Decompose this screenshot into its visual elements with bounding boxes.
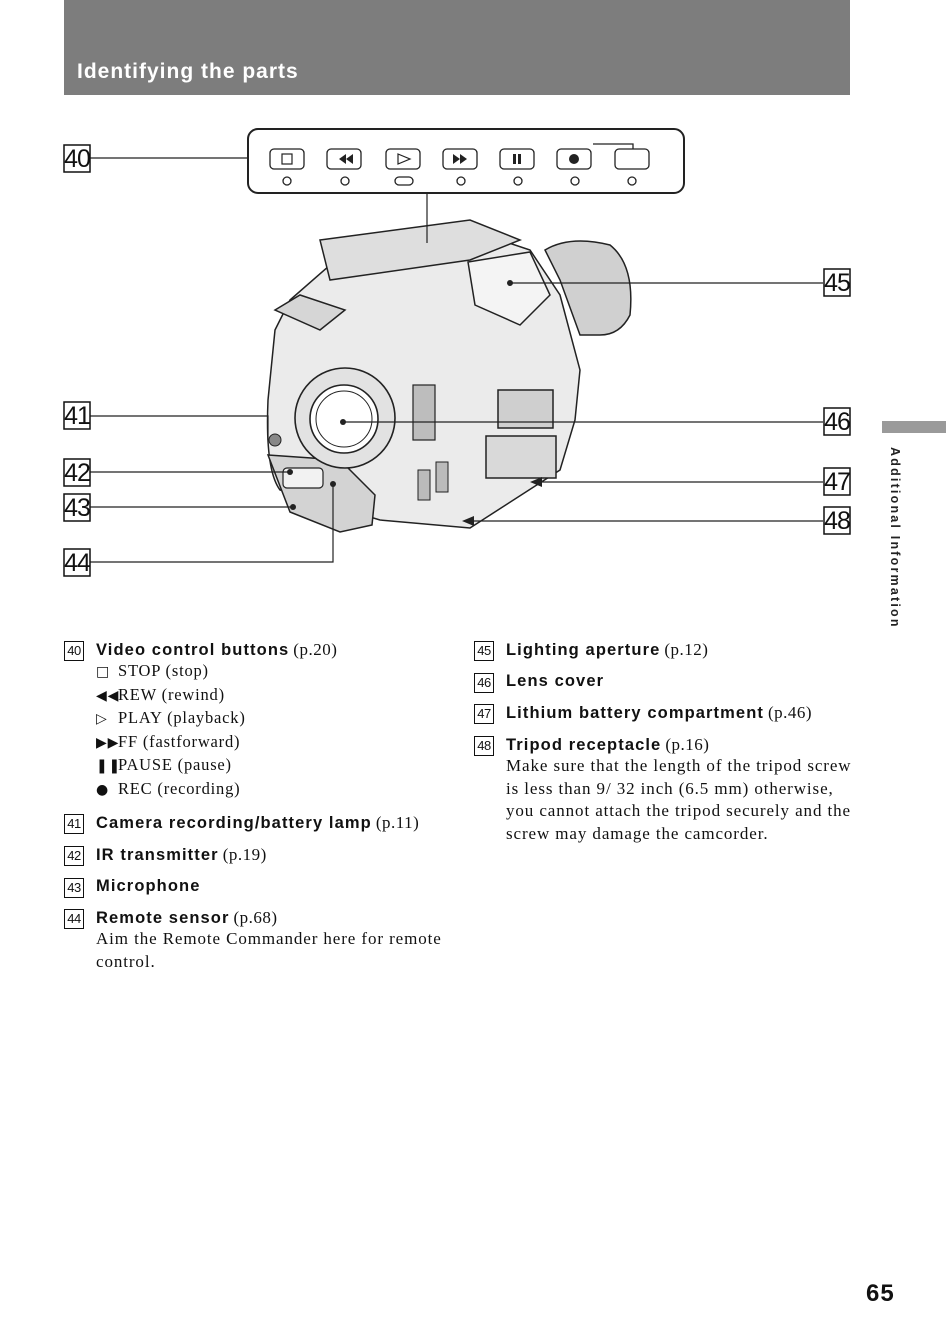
rewind-icon: ◀◀ [96, 687, 120, 704]
page-ref: (p.46) [767, 703, 813, 722]
callout-48: 48 [824, 507, 850, 535]
part-item-42: 42 IR transmitter (p.19) [64, 845, 444, 866]
part-title: Video control buttons [96, 641, 290, 659]
part-item-43: 43 Microphone [64, 877, 444, 898]
part-description: Make sure that the length of the tripod … [506, 756, 852, 843]
record-icon: ● [96, 781, 110, 798]
part-number: 46 [474, 673, 494, 693]
parts-list-right: 45 Lighting aperture (p.12) 46 Lens cove… [474, 640, 854, 857]
page-ref: (p.68) [233, 908, 278, 927]
page-title: Identifying the parts [77, 60, 299, 83]
part-number: 41 [64, 814, 84, 834]
part-number: 43 [64, 878, 84, 898]
camcorder-diagram: 40 41 42 43 44 45 46 47 48 [63, 128, 851, 577]
callout-47: 47 [824, 468, 850, 496]
callout-41: 41 [64, 402, 90, 430]
part-number: 42 [64, 846, 84, 866]
callout-43: 43 [64, 494, 90, 522]
part-item-45: 45 Lighting aperture (p.12) [474, 640, 854, 661]
parts-list-left: 40 Video control buttons (p.20) □STOP (s… [64, 640, 444, 985]
list-item: □STOP (stop) [96, 660, 444, 684]
callout-45: 45 [824, 269, 850, 297]
part-title: Lithium battery compartment [506, 704, 764, 722]
section-header-bar: Identifying the parts [64, 0, 850, 95]
play-icon: ▷ [96, 711, 108, 727]
page-ref: (p.16) [665, 735, 710, 754]
part-item-48: 48 Tripod receptacle (p.16) Make sure th… [474, 735, 854, 845]
part-number: 47 [474, 704, 494, 724]
part-number: 40 [64, 641, 84, 661]
lens [294, 367, 396, 469]
stop-icon: □ [96, 664, 111, 680]
side-tab-marker [882, 421, 946, 433]
part-description: Aim the Remote Commander here for remote… [96, 929, 442, 971]
list-item: ●REC (recording) [96, 778, 444, 802]
part-item-44: 44 Remote sensor (p.68) Aim the Remote C… [64, 908, 444, 973]
part-title: Lighting aperture [506, 641, 661, 659]
callout-46: 46 [824, 408, 850, 436]
part-title: Remote sensor [96, 909, 230, 927]
callout-42: 42 [64, 459, 90, 487]
part-item-47: 47 Lithium battery compartment (p.46) [474, 703, 854, 724]
control-panel [247, 128, 685, 194]
fastforward-icon: ▶▶ [96, 734, 120, 751]
callout-40: 40 [64, 145, 90, 173]
pause-icon: ❚❚ [96, 758, 122, 774]
part-title: Camera recording/battery lamp [96, 814, 372, 832]
button-list: □STOP (stop) ◀◀REW (rewind) ▷PLAY (playb… [96, 660, 444, 801]
page-ref: (p.12) [664, 640, 709, 659]
part-title: IR transmitter [96, 846, 219, 864]
part-title: Microphone [96, 877, 201, 895]
part-title: Lens cover [506, 672, 605, 690]
list-item: ❚❚PAUSE (pause) [96, 754, 444, 778]
list-item: ▷PLAY (playback) [96, 707, 444, 731]
callout-44: 44 [64, 549, 91, 577]
part-item-40: 40 Video control buttons (p.20) □STOP (s… [64, 640, 444, 801]
part-number: 44 [64, 909, 84, 929]
part-number: 48 [474, 736, 494, 756]
page-number: 65 [866, 1280, 895, 1307]
list-item: ▶▶FF (fastforward) [96, 731, 444, 755]
page-ref: (p.19) [222, 845, 267, 864]
part-number: 45 [474, 641, 494, 661]
part-item-46: 46 Lens cover [474, 672, 854, 693]
list-item: ◀◀REW (rewind) [96, 684, 444, 708]
page-ref: (p.11) [375, 813, 420, 832]
side-tab-label: Additional Information [888, 447, 902, 629]
page-ref: (p.20) [293, 640, 338, 659]
part-title: Tripod receptacle [506, 736, 662, 754]
part-item-41: 41 Camera recording/battery lamp (p.11) [64, 813, 444, 834]
